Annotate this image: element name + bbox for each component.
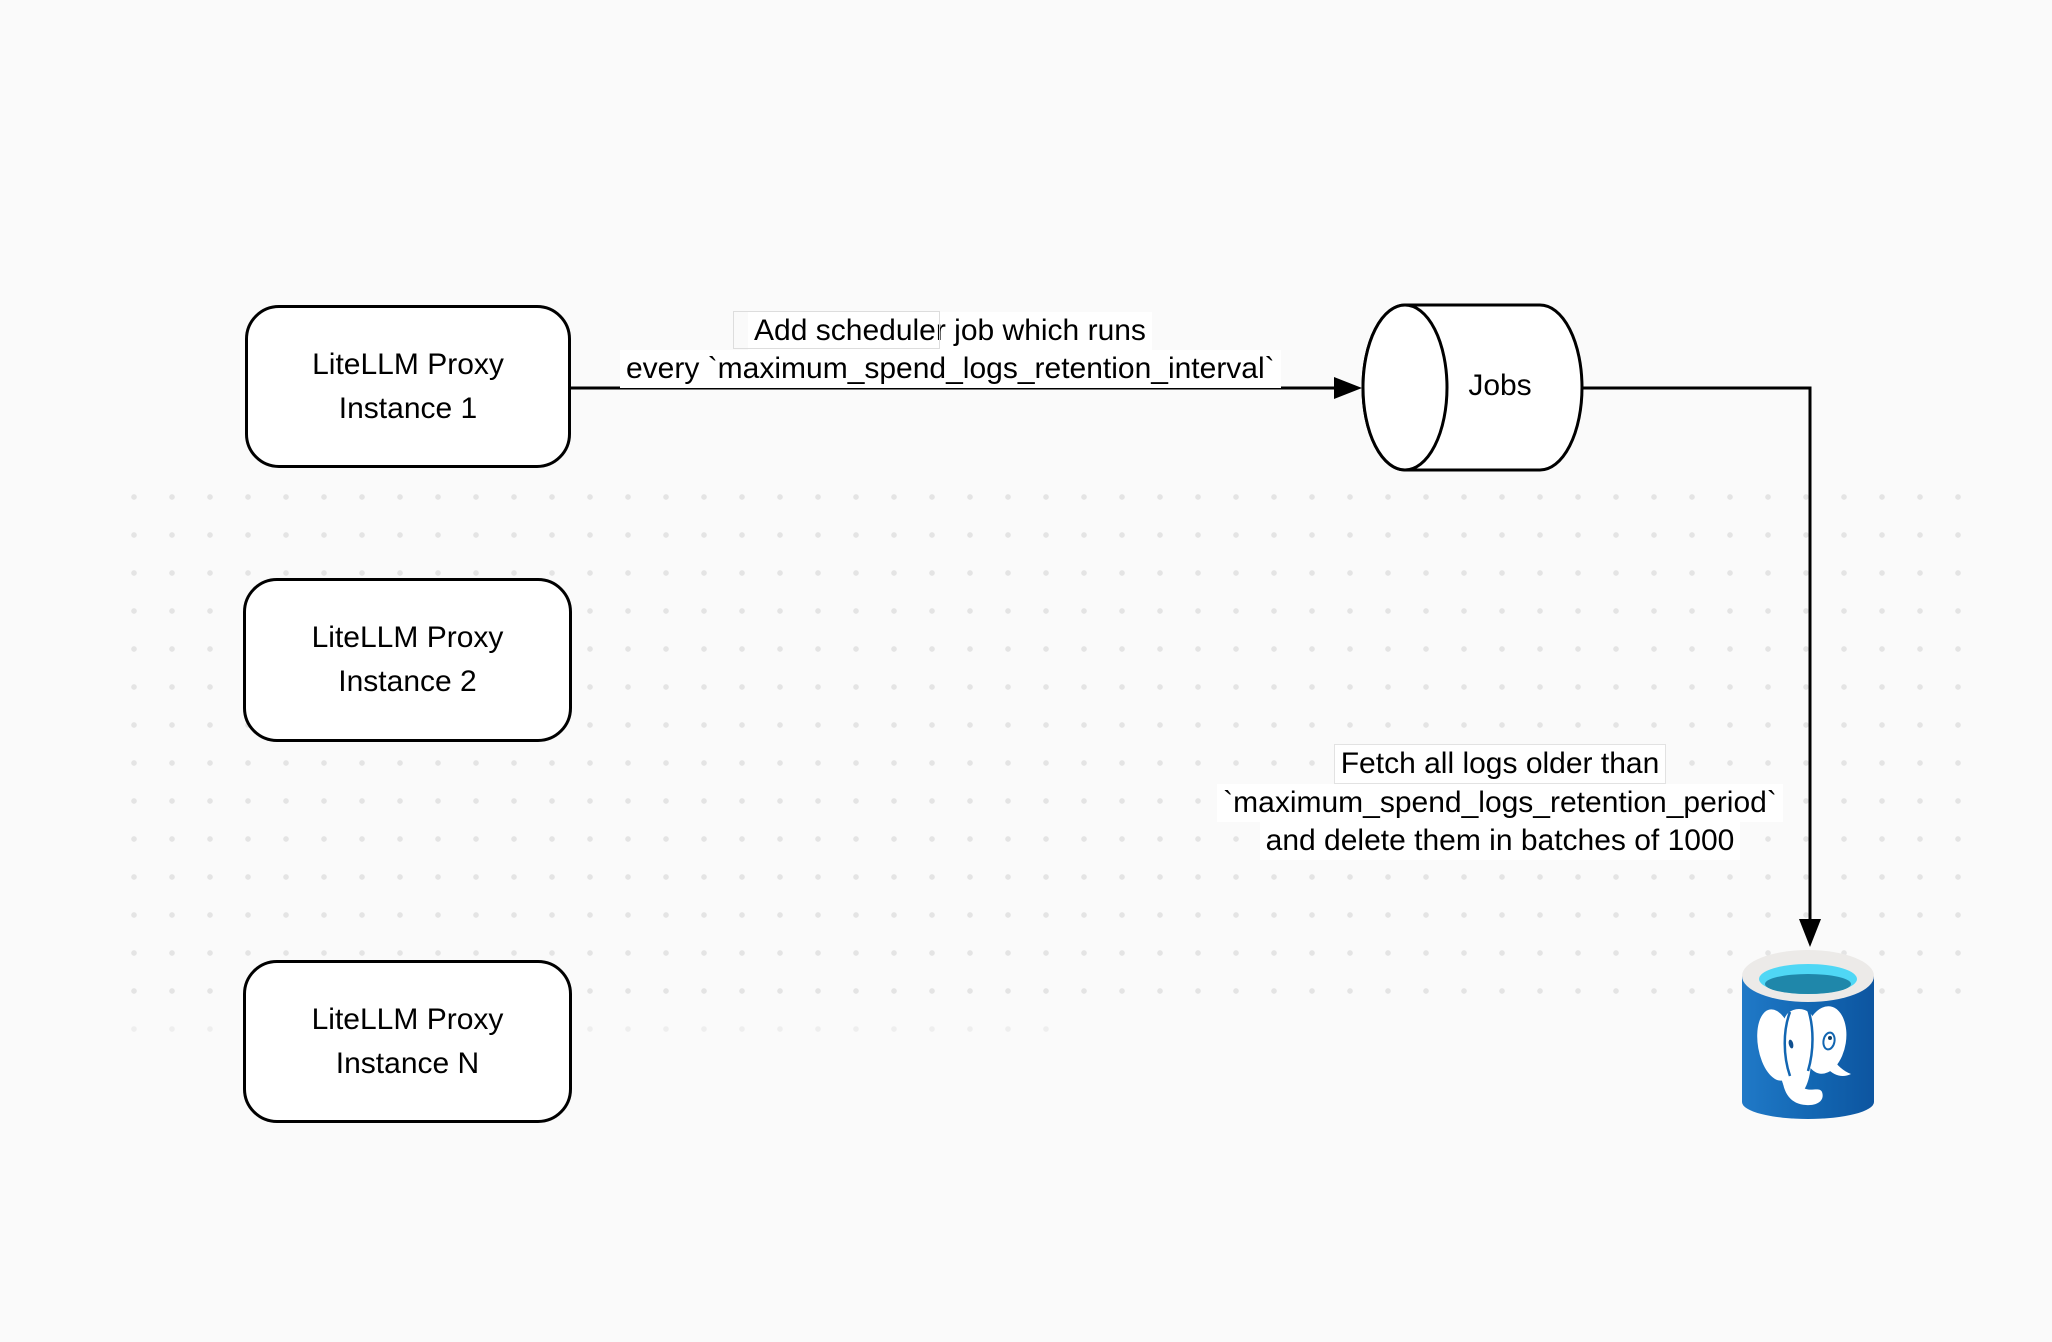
postgresql-database-icon[interactable] — [1742, 950, 1874, 1119]
edge-fetch-arrow[interactable] — [1582, 386, 1821, 947]
arrowhead-down-icon — [1799, 919, 1821, 947]
edge-label-line: Fetch all logs older than — [1333, 744, 1667, 784]
node-litellm-proxy-instance-2[interactable]: LiteLLM Proxy Instance 2 — [243, 578, 572, 742]
node-label-line: Instance 2 — [338, 665, 477, 698]
postgres-elephant-icon — [1757, 1006, 1851, 1106]
edge-label-line: Add scheduler job which runs — [748, 312, 1152, 350]
jobs-node-label: Jobs — [1468, 369, 1532, 402]
pg-water-shade — [1765, 974, 1851, 994]
edge-label-fetch-delete: Fetch all logs older than `maximum_spend… — [1170, 744, 1830, 860]
edge-label-line: `maximum_spend_logs_retention_period` — [1217, 784, 1783, 822]
edge-scheduler-arrow[interactable] — [571, 377, 1362, 399]
node-label-line: Instance 1 — [338, 391, 478, 425]
edge-label-scheduler: Add scheduler job which runs every `maxi… — [620, 312, 1281, 388]
dot-grid — [115, 478, 1977, 1010]
arrowhead-right-icon — [1334, 377, 1362, 399]
node-litellm-proxy-instance-n[interactable]: LiteLLM Proxy Instance N — [243, 960, 572, 1123]
node-label-line: LiteLLM Proxy — [311, 1002, 504, 1036]
node-label-line: LiteLLM Proxy — [311, 621, 504, 654]
edge-label-line: and delete them in batches of 1000 — [1259, 822, 1741, 860]
node-label-line: LiteLLM Proxy — [312, 347, 504, 381]
node-jobs-cylinder[interactable] — [1361, 303, 1584, 472]
node-label-line: Instance N — [335, 1046, 480, 1080]
node-litellm-proxy-instance-1[interactable]: LiteLLM Proxy Instance 1 — [245, 305, 571, 468]
edge-label-line: every `maximum_spend_logs_retention_inte… — [620, 350, 1281, 388]
